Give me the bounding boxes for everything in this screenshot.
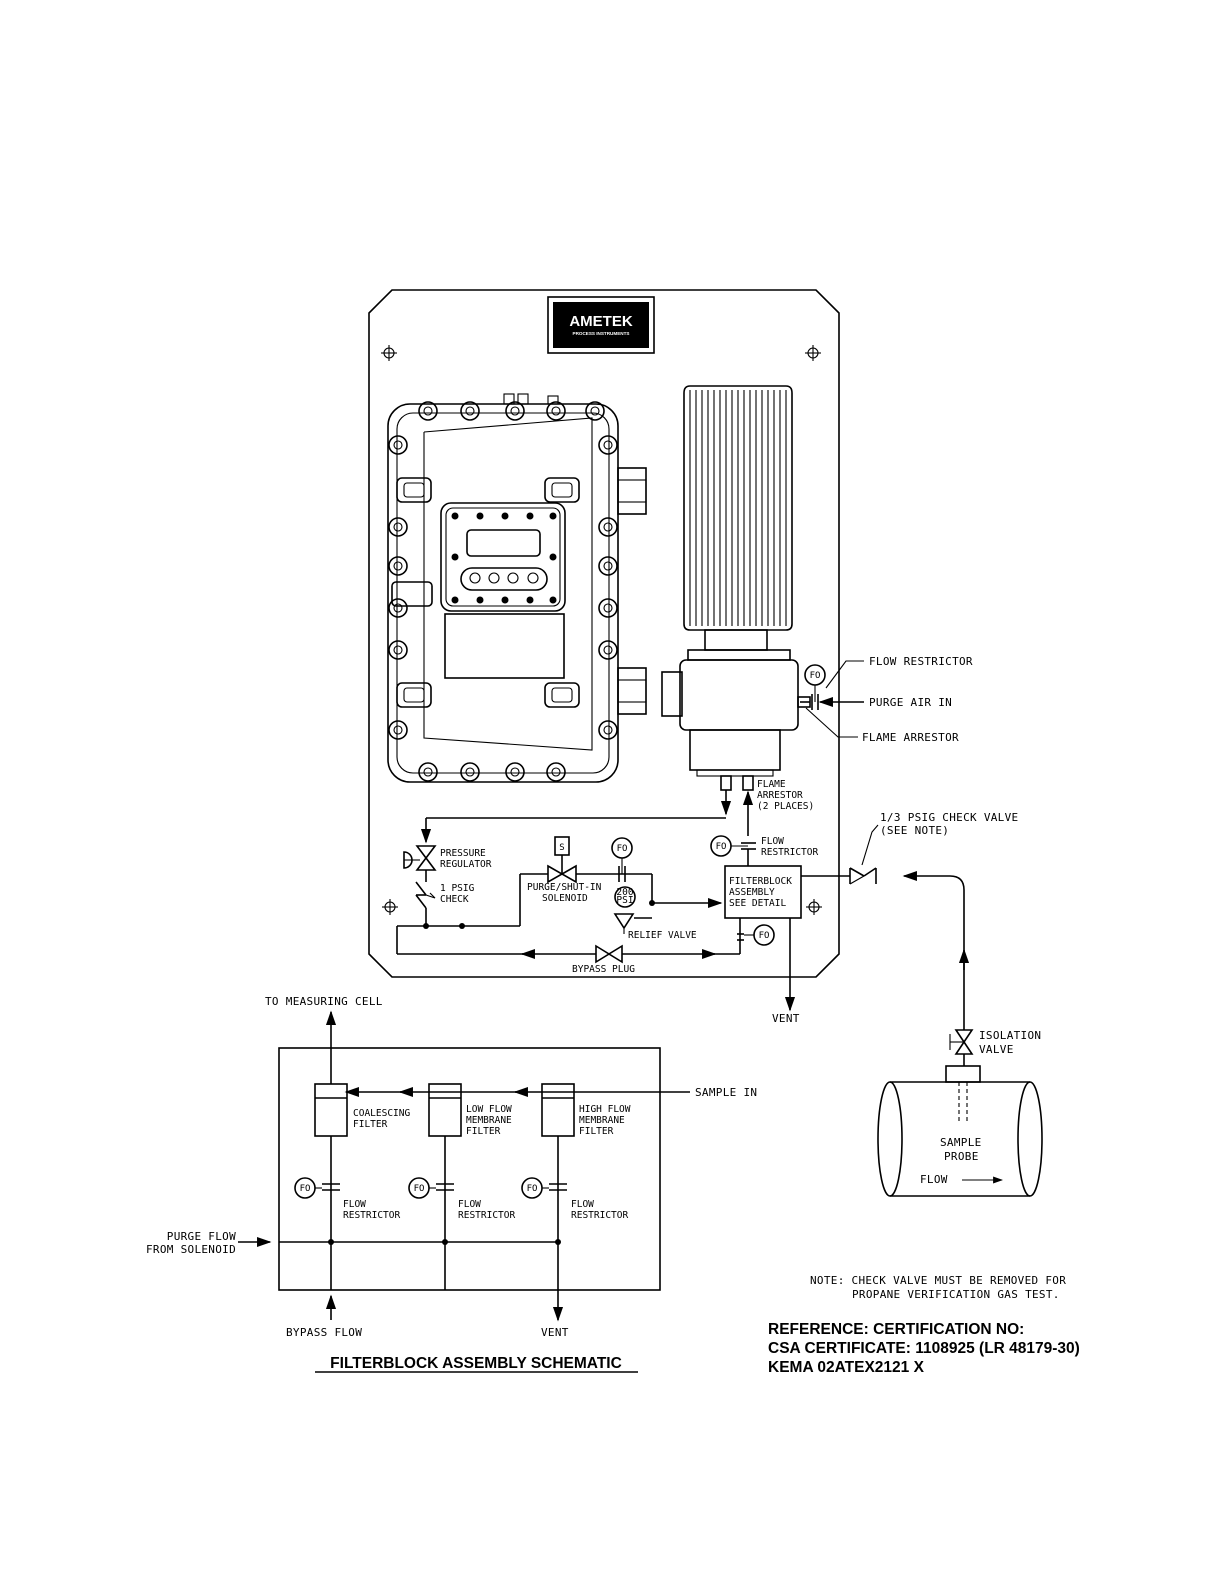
flow-restrictor-label: FLOW	[761, 836, 784, 847]
svg-text:AMETEK: AMETEK	[569, 313, 633, 330]
reference-line-3: KEMA 02ATEX2121 X	[768, 1359, 925, 1376]
filterblock-schematic: TO MEASURING CELL SAMPLE IN COALESCING F…	[146, 995, 757, 1339]
note-line-1: NOTE: CHECK VALVE MUST BE REMOVED FOR	[810, 1274, 1066, 1287]
svg-text:FO: FO	[617, 844, 628, 854]
flame-arrestor-label: FLAME ARRESTOR	[862, 731, 959, 744]
svg-text:FO: FO	[759, 931, 770, 941]
svg-text:FILTER: FILTER	[579, 1126, 614, 1137]
svg-text:ASSEMBLY: ASSEMBLY	[729, 887, 775, 898]
flow-restrictor-label: RESTRICTOR	[761, 847, 818, 858]
purge-air-in-label: PURGE AIR IN	[869, 696, 952, 709]
registration-mark	[805, 345, 821, 361]
registration-mark	[381, 345, 397, 361]
isolation-valve	[949, 1029, 974, 1055]
flame-arrestor-2-label: (2 PLACES)	[757, 801, 814, 812]
svg-text:COALESCING: COALESCING	[353, 1108, 410, 1119]
relief-valve	[613, 913, 652, 934]
filterblock-assembly: FILTERBLOCK ASSEMBLY SEE DETAIL	[724, 865, 802, 919]
purge-flow-label: FROM SOLENOID	[146, 1243, 236, 1256]
check-valve	[415, 881, 436, 909]
svg-text:FLOW: FLOW	[343, 1199, 366, 1210]
pressure-regulator-label: PRESSURE	[440, 848, 486, 859]
svg-text:RESTRICTOR: RESTRICTOR	[458, 1210, 515, 1221]
svg-text:FO: FO	[716, 842, 727, 852]
purge-solenoid-label: PURGE/SHUT-IN	[527, 882, 602, 893]
svg-text:FO: FO	[300, 1184, 311, 1194]
mounting-panel	[368, 289, 840, 978]
pressure-gauge: 200 PSI	[614, 886, 636, 908]
to-measuring-cell-label: TO MEASURING CELL	[265, 995, 383, 1008]
flow-orifice-3: FO	[521, 1177, 567, 1199]
svg-text:MEMBRANE: MEMBRANE	[466, 1115, 512, 1126]
pressure-regulator	[403, 845, 437, 871]
flame-arrestor-2-label: ARRESTOR	[757, 790, 803, 801]
bypass-plug	[595, 944, 623, 964]
check-valve-label: 1/3 PSIG CHECK VALVE	[880, 811, 1018, 824]
isolation-valve-label: VALVE	[979, 1043, 1014, 1056]
purge-solenoid-valve: S	[547, 836, 577, 884]
process-pipe	[877, 1065, 1043, 1197]
explosion-proof-enclosure	[387, 393, 647, 783]
flow-orifice-2: FO	[408, 1177, 454, 1199]
vent-bottom-label: VENT	[541, 1326, 569, 1339]
svg-text:FO: FO	[527, 1184, 538, 1194]
svg-text:FILTER: FILTER	[466, 1126, 501, 1137]
svg-text:PROCESS INSTRUMENTS: PROCESS INSTRUMENTS	[573, 331, 630, 336]
svg-text:MEMBRANE: MEMBRANE	[579, 1115, 625, 1126]
flame-arrestor-2-label: FLAME	[757, 779, 786, 790]
svg-text:RESTRICTOR: RESTRICTOR	[571, 1210, 628, 1221]
svg-text:S: S	[559, 843, 564, 853]
purge-flow-label: PURGE FLOW	[167, 1230, 236, 1243]
finned-heatsink	[661, 385, 811, 791]
svg-text:PSI: PSI	[616, 895, 633, 906]
registration-mark	[382, 899, 398, 915]
flow-orifice-purge: FO	[611, 837, 633, 859]
note-line-2: PROPANE VERIFICATION GAS TEST.	[852, 1288, 1060, 1301]
bypass-plug-label: BYPASS PLUG	[572, 964, 635, 975]
svg-text:FLOW: FLOW	[571, 1199, 594, 1210]
svg-text:SEE DETAIL: SEE DETAIL	[729, 898, 786, 909]
flow-orifice-mid: FO	[710, 835, 732, 857]
pipe-flow-label: FLOW	[920, 1173, 948, 1186]
isolation-valve-label: ISOLATION	[979, 1029, 1041, 1042]
reference-line-1: REFERENCE: CERTIFICATION NO:	[768, 1321, 1024, 1338]
flow-orifice-1: FO	[294, 1177, 340, 1199]
sample-probe-label: SAMPLE	[940, 1136, 982, 1149]
sample-probe-label: PROBE	[944, 1150, 979, 1163]
relief-valve-label: RELIEF VALVE	[628, 930, 697, 941]
svg-text:RESTRICTOR: RESTRICTOR	[343, 1210, 400, 1221]
schematic-title: FILTERBLOCK ASSEMBLY SCHEMATIC	[330, 1355, 622, 1372]
flow-orifice-top: FO	[804, 664, 826, 686]
svg-text:FO: FO	[414, 1184, 425, 1194]
svg-text:FILTER: FILTER	[353, 1119, 388, 1130]
registration-mark	[806, 899, 822, 915]
svg-text:FILTERBLOCK: FILTERBLOCK	[729, 876, 792, 887]
vent-label: VENT	[772, 1012, 800, 1025]
purge-solenoid-label: SOLENOID	[542, 893, 588, 904]
flow-restrictor-label: FLOW RESTRICTOR	[869, 655, 973, 668]
psig-check-label: 1 PSIG	[440, 883, 475, 894]
reference-line-2: CSA CERTIFICATE: 1108925 (LR 48179-30)	[768, 1340, 1080, 1357]
sample-in-label: SAMPLE IN	[695, 1086, 757, 1099]
psig-check-label: CHECK	[440, 894, 469, 905]
pressure-regulator-label: REGULATOR	[440, 859, 492, 870]
check-valve-third-psig	[849, 867, 877, 885]
svg-text:FLOW: FLOW	[458, 1199, 481, 1210]
svg-text:LOW FLOW: LOW FLOW	[466, 1104, 512, 1115]
bypass-flow-label: BYPASS FLOW	[286, 1326, 362, 1339]
check-valve-label: (SEE NOTE)	[880, 824, 949, 837]
flow-orifice-bypass: FO	[753, 924, 775, 946]
ametek-logo: AMETEK PROCESS INSTRUMENTS	[547, 296, 655, 354]
svg-text:HIGH FLOW: HIGH FLOW	[579, 1104, 631, 1115]
svg-text:FO: FO	[810, 671, 821, 681]
svg-text:200: 200	[616, 887, 633, 898]
